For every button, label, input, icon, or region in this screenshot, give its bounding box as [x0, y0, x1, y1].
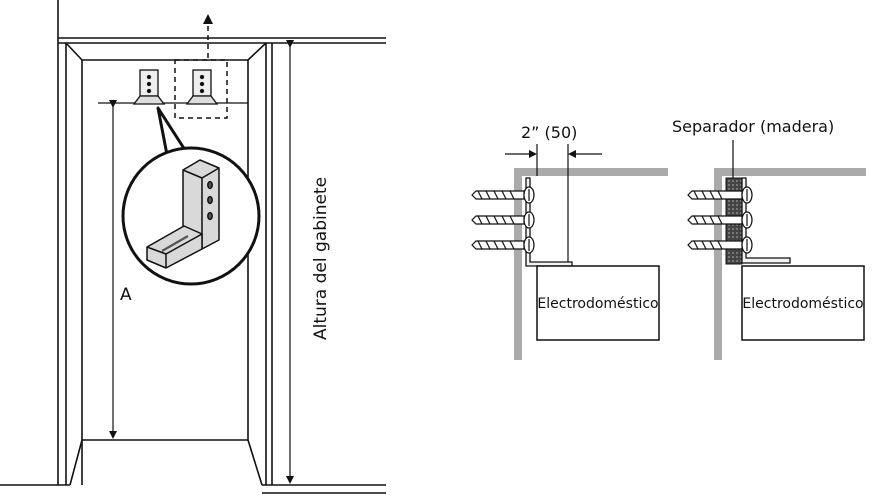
appliance-box-left: [536, 265, 660, 341]
screw-icon: [687, 236, 753, 254]
dashed-bracket-outline: [174, 59, 228, 119]
arrow-up-icon: [203, 14, 213, 58]
gap-dimension: [505, 144, 602, 262]
screw-icon: [471, 236, 535, 254]
appliance-box-right: [741, 265, 865, 341]
screw-icon: [687, 211, 753, 229]
gap-dimension-label: 2” (50): [521, 123, 577, 142]
cabinet-drawing: [0, 0, 386, 494]
bracket-icon: [132, 69, 166, 105]
appliance-label-right: Electrodoméstico: [742, 296, 863, 312]
appliance-label-left: Electrodoméstico: [537, 296, 658, 312]
bracket-side-right: [741, 177, 791, 264]
dimension-a-label: A: [120, 285, 132, 305]
screw-icon: [471, 186, 535, 204]
cabinet-height-label: Altura del gabinete: [311, 177, 331, 340]
bracket-side-left: [525, 177, 573, 267]
l-bracket-icon: [146, 159, 220, 269]
screw-icon: [471, 211, 535, 229]
spacer-label: Separador (madera): [672, 117, 834, 136]
bracket-icon: [185, 69, 219, 105]
screw-icon: [687, 186, 753, 204]
